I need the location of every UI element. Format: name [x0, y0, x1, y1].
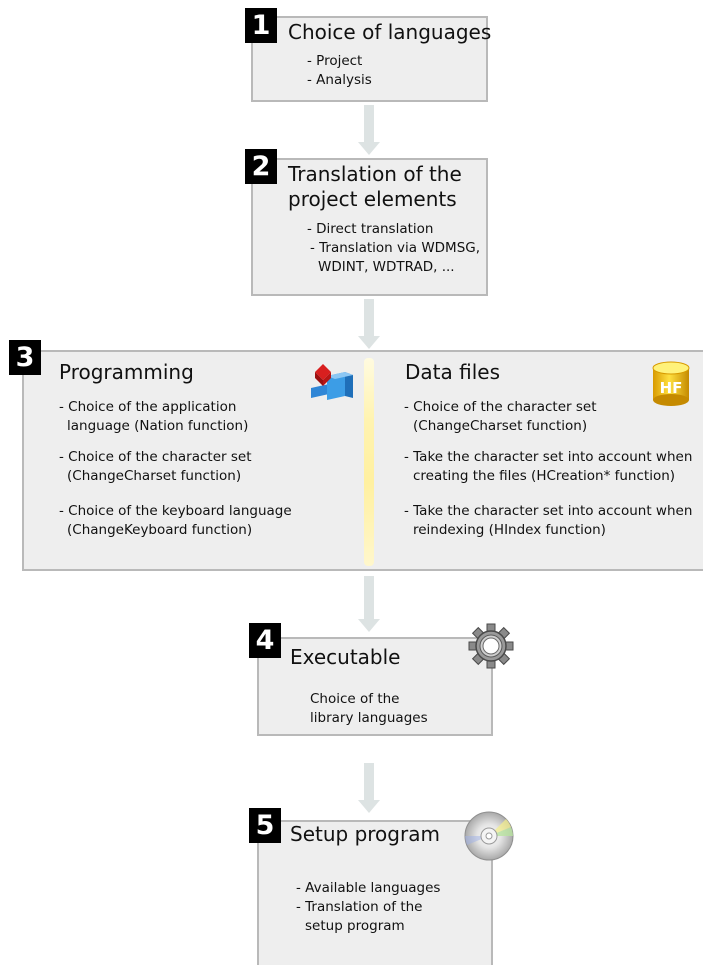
step5-number-badge: 5	[249, 808, 281, 843]
programming-item: - Choice of the keyboard language	[59, 503, 292, 519]
data-files-item: reindexing (HIndex function)	[413, 522, 606, 538]
flow-arrow-3-4	[358, 576, 380, 632]
programming-item: - Choice of the application	[59, 399, 237, 415]
programming-item: (ChangeCharset function)	[67, 468, 242, 484]
step4-item: Choice of the	[310, 691, 400, 707]
step5-item: - Available languages	[296, 880, 441, 896]
step1-number-badge: 1	[245, 8, 277, 43]
step5-title: Setup program	[290, 822, 440, 846]
data-files-item: - Choice of the character set	[404, 399, 597, 415]
cd-disc-icon	[462, 809, 516, 863]
step1-item: - Analysis	[307, 72, 372, 88]
step3-box	[22, 350, 703, 571]
step1-item: - Project	[307, 53, 363, 69]
step5-item: - Translation of the	[296, 899, 423, 915]
step2-title-line1: Translation of the	[288, 162, 462, 186]
programming-item: language (Nation function)	[67, 418, 249, 434]
flow-arrow-2-3	[358, 299, 380, 349]
data-files-item: - Take the character set into account wh…	[404, 449, 693, 465]
step5-item: setup program	[305, 918, 405, 934]
flow-arrow-1-2	[358, 105, 380, 155]
step1-box	[251, 16, 488, 102]
step2-item: - Direct translation	[307, 221, 434, 237]
step4-box	[257, 637, 493, 736]
step3-column-divider	[364, 358, 374, 566]
gear-icon	[465, 622, 517, 670]
step2-title-line2: project elements	[288, 187, 457, 211]
hf-database-icon: HF	[650, 361, 692, 407]
data-files-item: creating the files (HCreation* function)	[413, 468, 676, 484]
data-files-title: Data files	[405, 360, 500, 384]
step4-number-badge: 4	[249, 623, 281, 658]
programming-title: Programming	[59, 360, 194, 384]
hf-icon-label: HF	[660, 379, 683, 397]
step2-box	[251, 158, 488, 296]
step2-number-badge: 2	[245, 149, 277, 184]
step2-item: WDINT, WDTRAD, ...	[318, 259, 455, 275]
flow-arrow-4-5	[358, 763, 380, 813]
step5-box	[257, 820, 493, 965]
programming-item: (ChangeKeyboard function)	[67, 522, 253, 538]
data-files-item: - Take the character set into account wh…	[404, 503, 693, 519]
step2-item: - Translation via WDMSG,	[310, 240, 481, 256]
data-files-item: (ChangeCharset function)	[413, 418, 588, 434]
programming-blocks-icon	[305, 362, 357, 404]
step4-title: Executable	[290, 645, 401, 669]
step1-title: Choice of languages	[288, 20, 492, 44]
step3-number-badge: 3	[9, 340, 41, 375]
programming-item: - Choice of the character set	[59, 449, 252, 465]
step4-item: library languages	[310, 710, 428, 726]
